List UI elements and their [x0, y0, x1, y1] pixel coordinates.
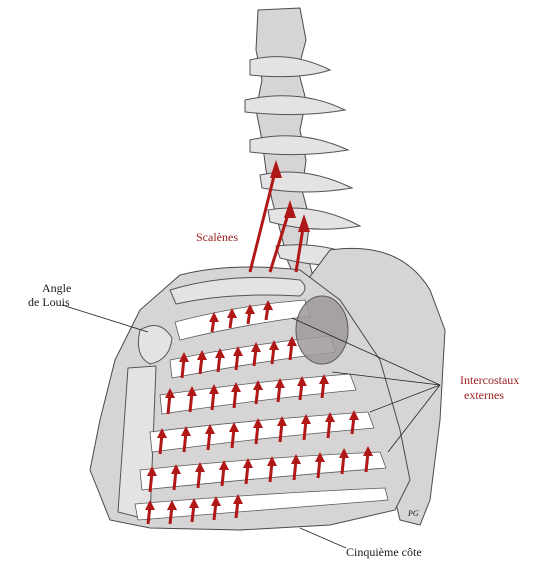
rib-head-marker — [296, 296, 348, 364]
label-angle-line1: Angle — [42, 281, 71, 295]
signature: PG — [407, 509, 419, 518]
vertebral-column — [245, 8, 370, 290]
label-intercostaux-line2: externes — [464, 388, 504, 402]
label-cinquieme-cote: Cinquième côte — [346, 545, 422, 559]
label-angle-line2: de Louis — [28, 295, 70, 309]
label-intercostaux-line1: Intercostaux — [460, 373, 519, 387]
label-scalenes: Scalènes — [196, 230, 238, 244]
